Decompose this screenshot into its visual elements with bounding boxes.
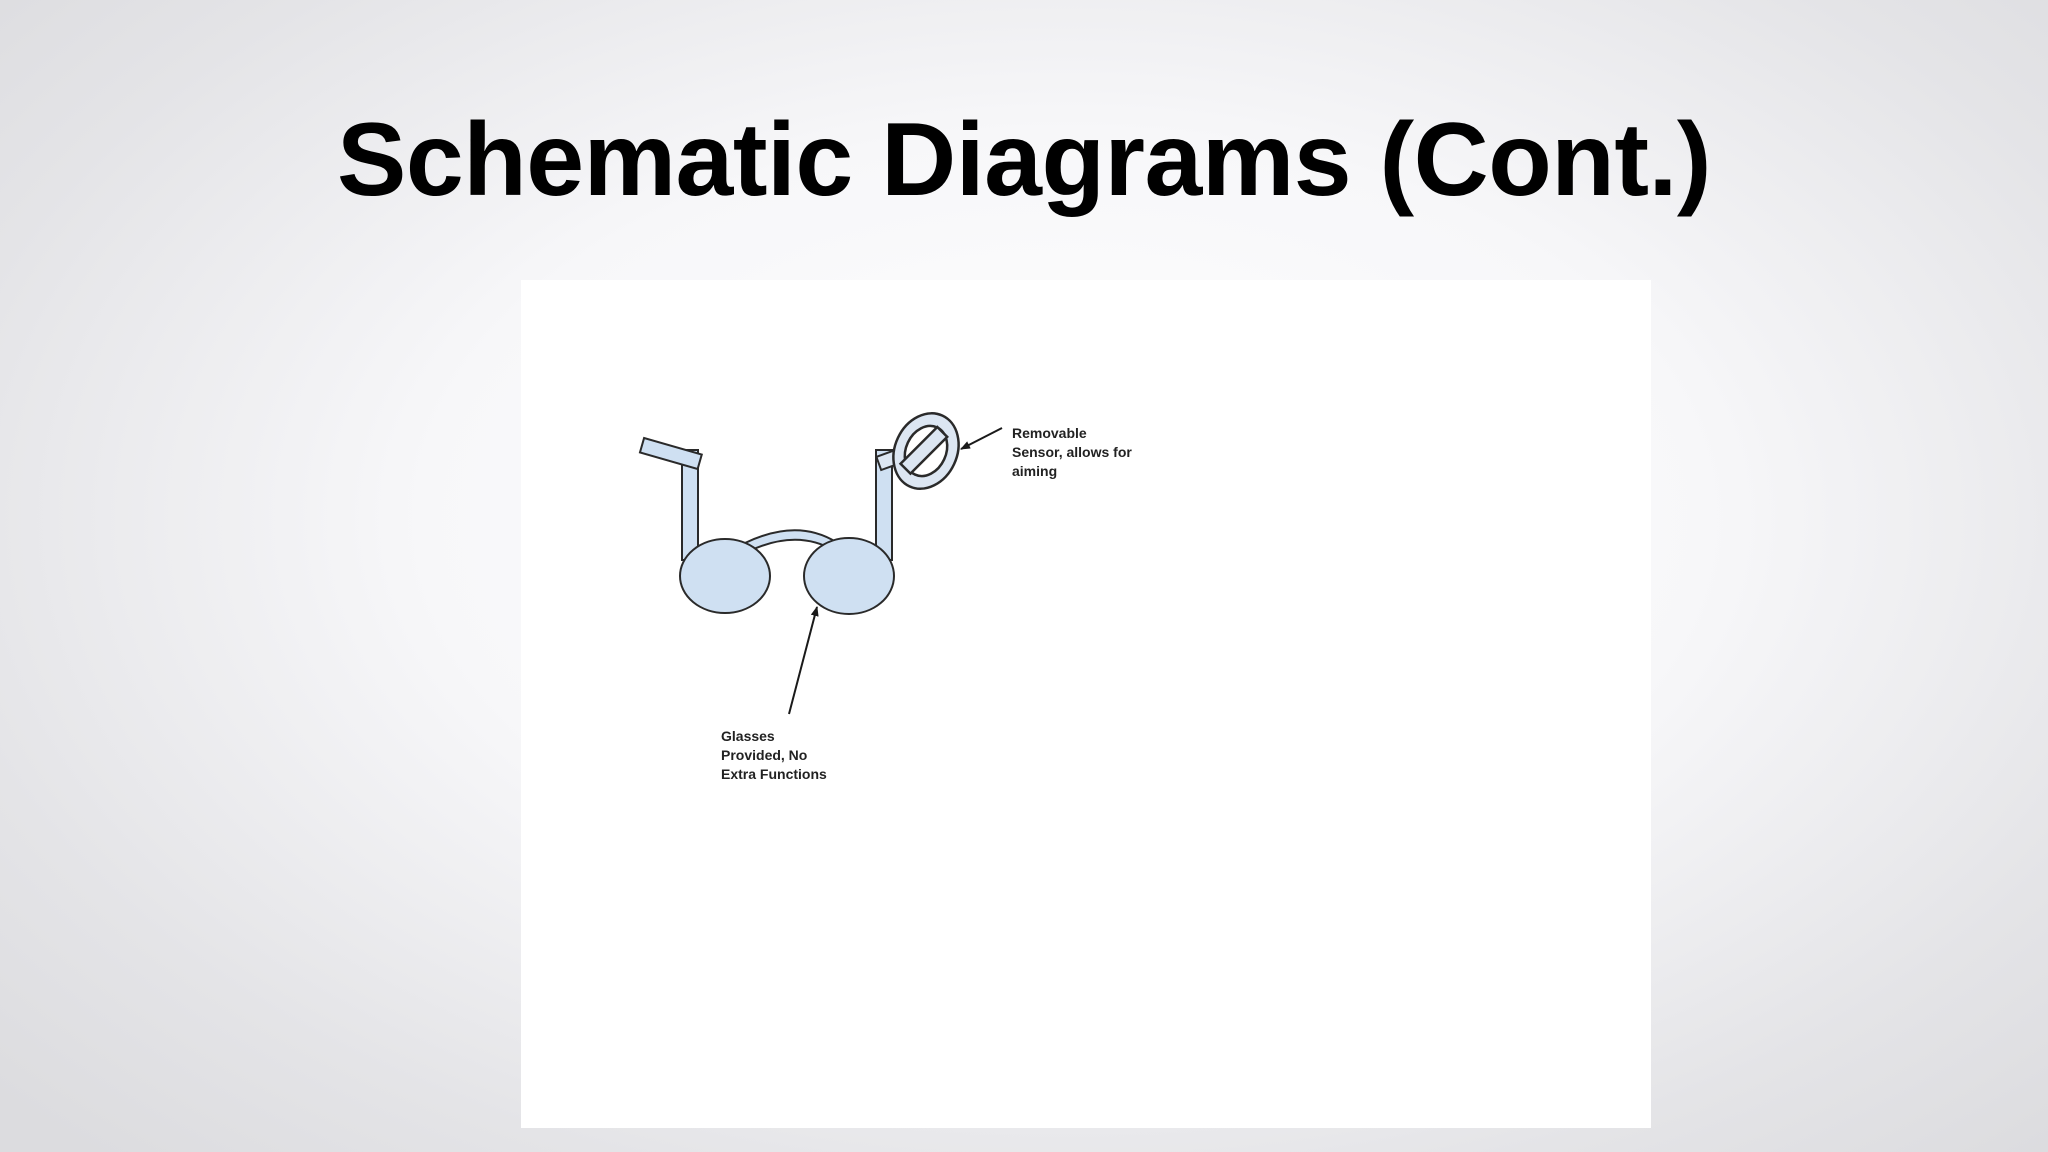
glasses-callout-line-3: Extra Functions [721, 766, 827, 782]
sensor-callout-line-3: aiming [1012, 463, 1057, 479]
left-lens [679, 538, 771, 614]
glasses-callout-arrow [788, 606, 819, 715]
glasses-callout-label: Glasses Provided, No Extra Functions [721, 728, 827, 782]
glasses-callout-line-1: Glasses [721, 728, 775, 744]
removable-sensor-icon [892, 412, 960, 490]
sensor-callout-line-1: Removable [1012, 425, 1087, 441]
glasses-schematic-diagram: Removable Sensor, allows for aiming Glas… [638, 412, 1136, 782]
sensor-callout-arrow [960, 427, 1003, 450]
figure-panel: Removable Sensor, allows for aiming Glas… [521, 280, 1651, 1128]
slide-title: Schematic Diagrams (Cont.) [337, 102, 1712, 218]
glasses-callout-line-2: Provided, No [721, 747, 807, 763]
sensor-callout-label: Removable Sensor, allows for aiming [1012, 425, 1136, 479]
sensor-callout-line-2: Sensor, allows for [1012, 444, 1132, 460]
left-temple-tip [638, 436, 704, 471]
right-lens [803, 537, 895, 615]
